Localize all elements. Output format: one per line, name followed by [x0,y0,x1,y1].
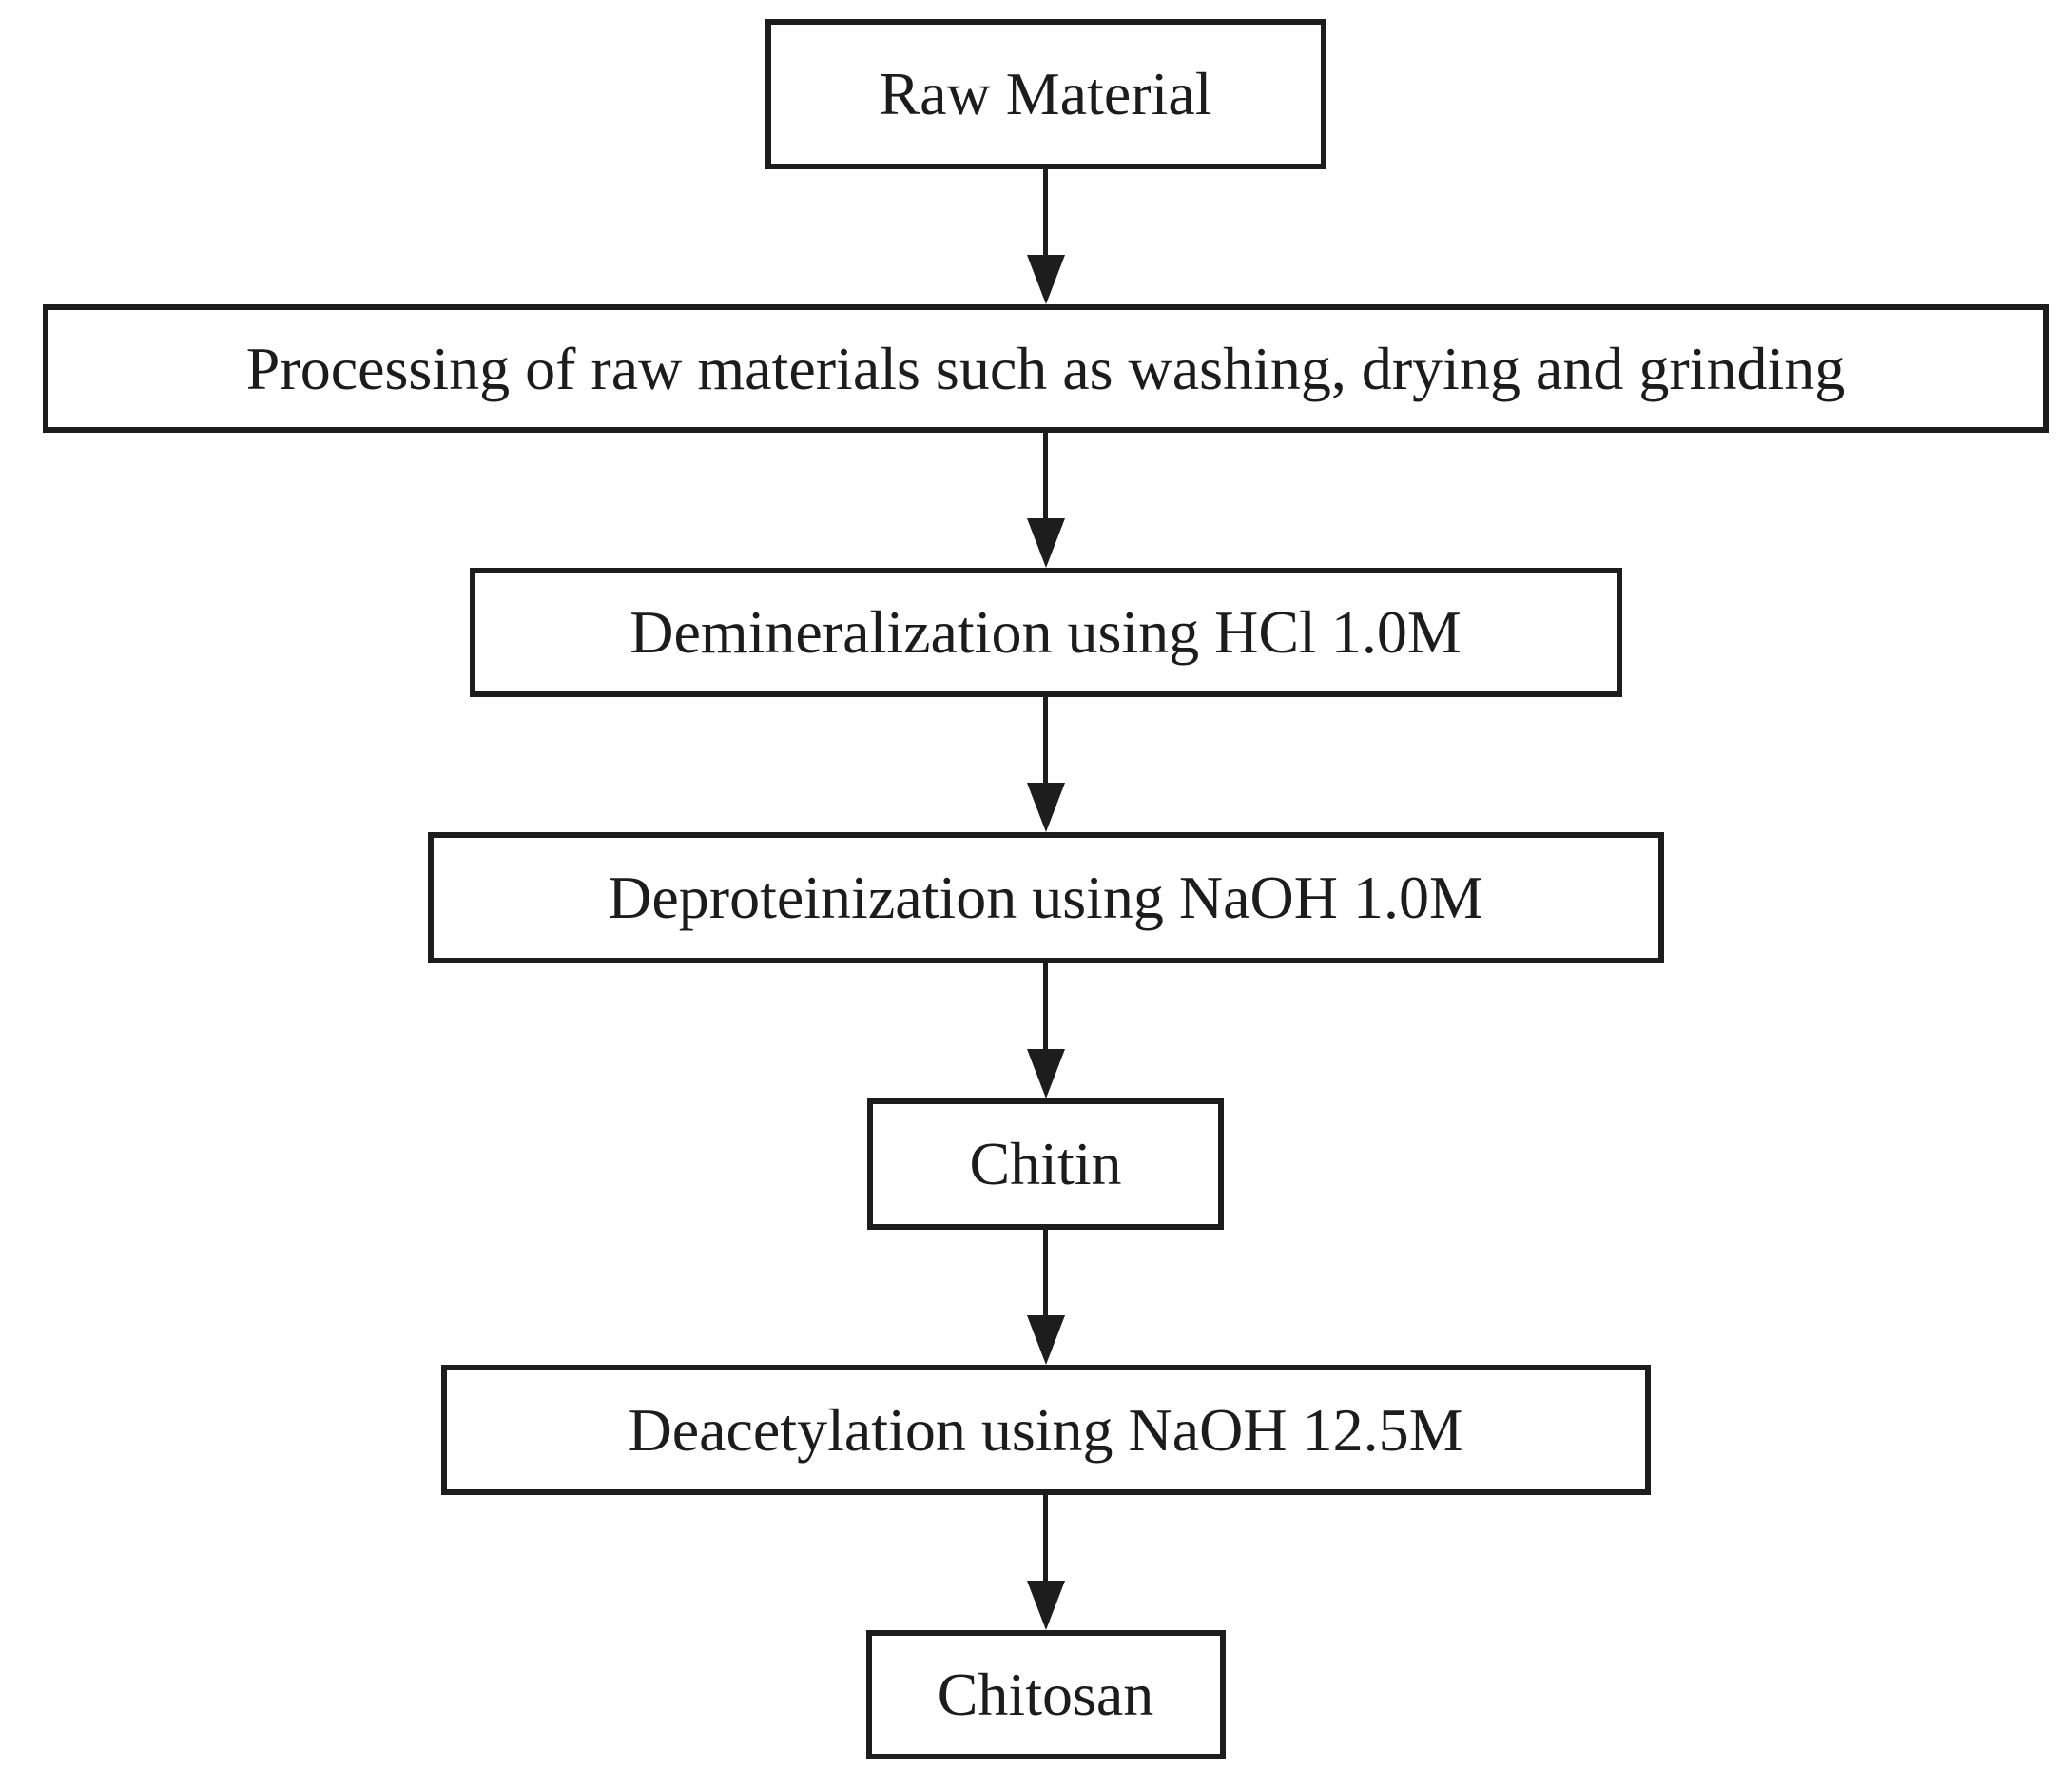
arrowhead-down-icon [1026,1315,1065,1365]
flow-node-chitin: Chitin [867,1098,1224,1230]
flow-node-label: Deacetylation using NaOH 12.5M [628,1395,1463,1464]
arrow-stem [1043,697,1048,783]
arrowhead-down-icon [1026,518,1065,568]
arrow-stem [1043,1495,1048,1581]
flow-node-label: Demineralization using HCl 1.0M [629,598,1462,666]
arrow-down-2 [1026,433,1065,568]
flow-node-label: Chitosan [937,1661,1154,1728]
flow-node-label: Deproteinization using NaOH 1.0M [608,864,1483,931]
flow-node-label: Chitin [969,1130,1122,1197]
flow-node-label: Processing of raw materials such as wash… [245,334,1846,402]
flow-node-demineralization: Demineralization using HCl 1.0M [469,568,1622,697]
arrow-stem [1043,1230,1048,1315]
arrow-down-1 [1026,169,1065,304]
arrow-down-5 [1026,1230,1065,1365]
arrow-down-6 [1026,1495,1065,1630]
flow-node-raw-material: Raw Material [765,19,1326,169]
flow-node-deproteinization: Deproteinization using NaOH 1.0M [427,832,1664,963]
flow-node-processing: Processing of raw materials such as wash… [42,304,2049,433]
arrowhead-down-icon [1026,1049,1065,1098]
arrowhead-down-icon [1026,255,1065,304]
flow-node-label: Raw Material [879,60,1212,127]
arrow-stem [1043,433,1048,518]
arrowhead-down-icon [1026,1581,1065,1630]
arrow-down-3 [1026,697,1065,832]
arrowhead-down-icon [1026,783,1065,832]
arrow-stem [1043,169,1048,255]
flow-column: Raw Material Processing of raw materials… [10,0,2072,1759]
flow-node-deacetylation: Deacetylation using NaOH 12.5M [440,1365,1651,1495]
arrow-down-4 [1026,963,1065,1098]
flow-node-chitosan: Chitosan [865,1630,1226,1759]
arrow-stem [1043,963,1048,1049]
